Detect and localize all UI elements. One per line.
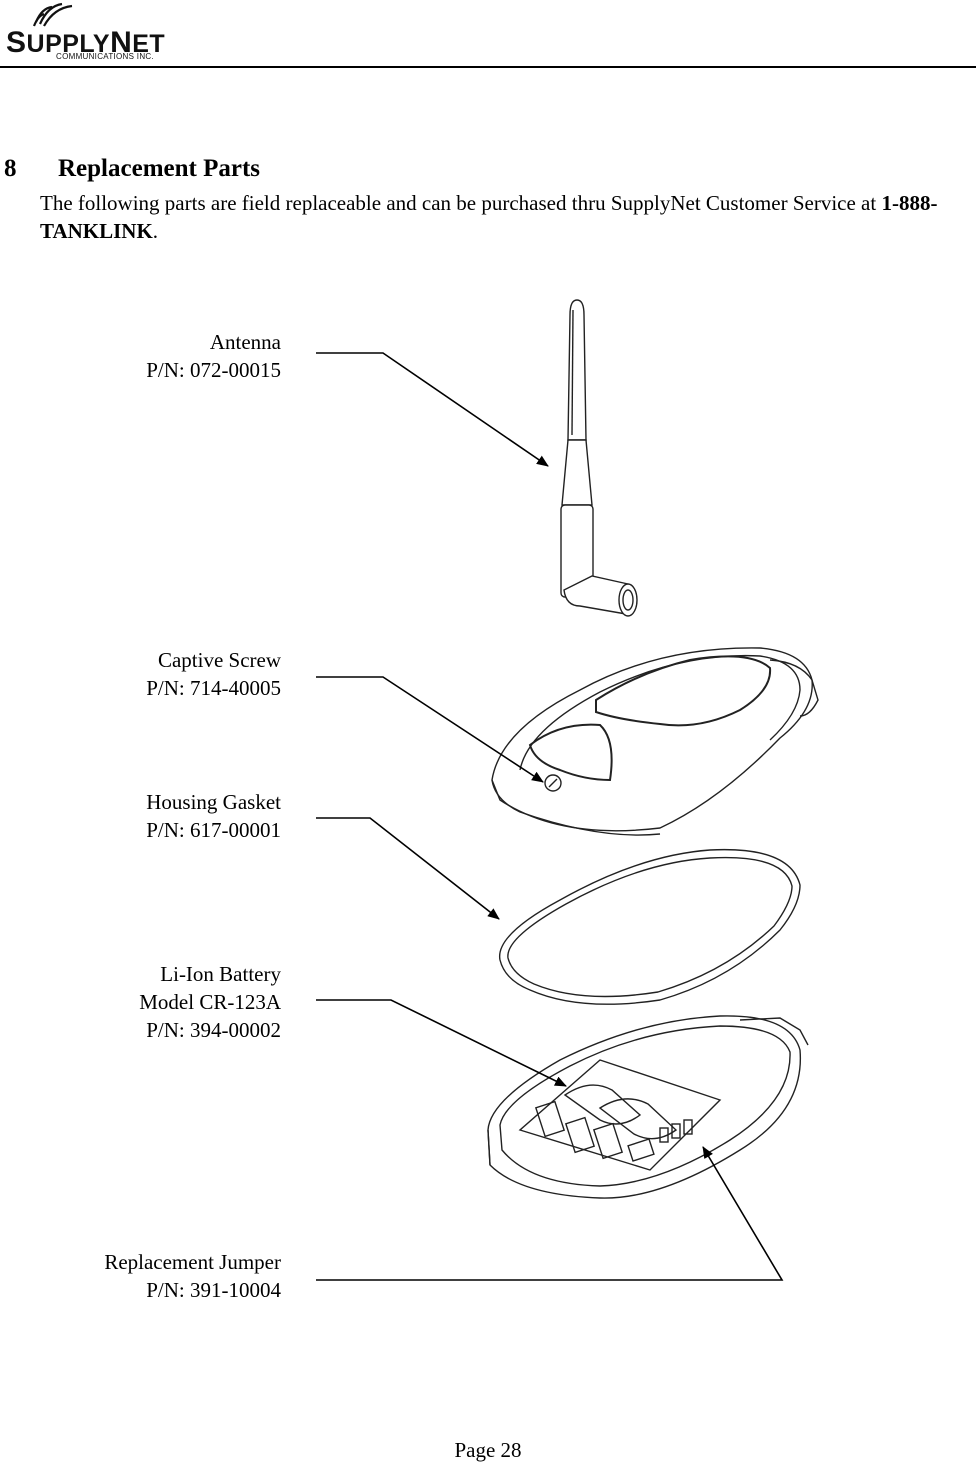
part-number: P/N: 714-40005: [146, 676, 281, 700]
part-number: P/N: 394-00002: [146, 1018, 281, 1042]
section-heading: 8 Replacement Parts: [4, 155, 260, 183]
part-name: Captive Screw: [157, 648, 281, 672]
antenna-illustration: [560, 299, 638, 617]
leader-antenna: [316, 352, 549, 467]
part-model: Model CR-123A: [139, 990, 281, 1014]
leader-housing-gasket: [316, 817, 500, 920]
logo-subtitle: COMMUNICATIONS INC.: [56, 52, 154, 61]
part-name: Li-Ion Battery: [160, 962, 281, 986]
signal-waves-icon: [32, 2, 73, 27]
logo-wordmark: SUPPLYNET: [6, 26, 166, 59]
callout-housing-gasket: Housing Gasket P/N: 617-00001: [146, 788, 281, 844]
part-name: Antenna: [209, 330, 281, 354]
gasket-illustration: [499, 848, 801, 1005]
callout-antenna: Antenna P/N: 072-00015: [146, 328, 281, 384]
leader-captive-screw: [316, 676, 544, 783]
part-number: P/N: 391-10004: [146, 1278, 281, 1302]
supplynet-logo: SUPPLYNET COMMUNICATIONS INC.: [6, 2, 176, 66]
page-number: Page 28: [454, 1438, 522, 1462]
leader-jumper: [316, 1146, 784, 1281]
leader-lines: [316, 352, 784, 1281]
header-divider: [0, 66, 976, 68]
callout-battery: Li-Ion Battery Model CR-123A P/N: 394-00…: [139, 960, 281, 1044]
page-header: SUPPLYNET COMMUNICATIONS INC.: [0, 0, 976, 70]
part-name: Housing Gasket: [146, 790, 281, 814]
top-housing-illustration: [491, 647, 819, 836]
part-number: P/N: 617-00001: [146, 818, 281, 842]
bottom-housing-illustration: [487, 1015, 809, 1199]
section-title: Replacement Parts: [58, 155, 261, 182]
leader-battery: [316, 999, 567, 1087]
section-number: 8: [4, 155, 17, 182]
phone-number: 1-888-TANKLINK: [40, 191, 938, 243]
part-name: Replacement Jumper: [104, 1250, 281, 1274]
callout-captive-screw: Captive Screw P/N: 714-40005: [146, 646, 281, 702]
callout-jumper: Replacement Jumper P/N: 391-10004: [104, 1248, 281, 1304]
part-number: P/N: 072-00015: [146, 358, 281, 382]
intro-paragraph: The following parts are field replaceabl…: [40, 191, 938, 243]
